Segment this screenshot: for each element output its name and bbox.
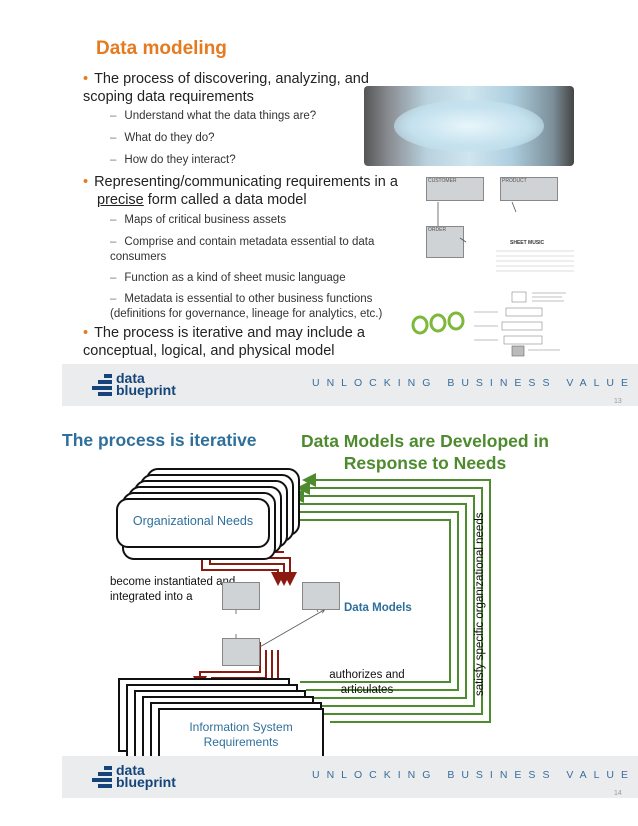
logo: data blueprint: [92, 370, 192, 400]
authorizes-note: authorizes and articulates: [329, 669, 405, 696]
bullet-iterative: •The process is iterative and may includ…: [83, 325, 365, 359]
sub-item: –Metadata is essential to other business…: [110, 293, 383, 320]
isr-card-front: Information System Requirements: [158, 708, 324, 764]
tagline: UNLOCKING BUSINESS VALUE: [312, 377, 636, 389]
sub-item: –Maps of critical business assets: [110, 214, 287, 226]
bullet-representing: •Representing/communicating requirements…: [83, 174, 398, 208]
organizational-needs-label: Organizational Needs: [132, 514, 254, 528]
isr-label: Information System Requirements: [189, 720, 293, 749]
slide-title-right: Data Models are Developed in Response to…: [301, 431, 549, 473]
become-note: become instantiated and integrated into …: [110, 576, 236, 603]
satisfy-note: satisfy specific organizational needs: [474, 512, 486, 696]
blurry-photo: [364, 86, 574, 166]
logo-text-blueprint: blueprint: [116, 382, 176, 398]
model-entity: [222, 638, 260, 666]
logo: data blueprint: [92, 762, 192, 792]
footer-bar: [62, 364, 638, 406]
model-entity: [222, 582, 260, 610]
er-entity-order: ORDER: [426, 226, 486, 258]
er-entity-product: PRODUCT: [500, 177, 560, 201]
slide-title: Data modeling: [96, 38, 227, 59]
slide-title-left: The process is iterative: [62, 430, 257, 450]
er-entity-customer: CUSTOMER: [426, 177, 486, 201]
sub-item: –How do they interact?: [110, 154, 236, 166]
logo-mark-icon: [92, 766, 112, 788]
logo-text-data: data: [116, 370, 145, 386]
sub-item: –Function as a kind of sheet music langu…: [110, 272, 346, 284]
tagline: UNLOCKING BUSINESS VALUE: [312, 769, 636, 781]
bullet-dot: •: [83, 71, 89, 87]
iterative-cycle-icon: [411, 311, 465, 335]
logo-text-blueprint: blueprint: [116, 774, 176, 790]
bullet-discovering: •The process of discovering, analyzing, …: [83, 70, 383, 106]
page-number: 13: [614, 398, 622, 405]
logo-text-data: data: [116, 762, 145, 778]
model-entity: [302, 582, 340, 610]
logo-mark-icon: [92, 374, 112, 396]
page-number: 14: [614, 790, 622, 797]
bullet-text: The process of discovering, analyzing, a…: [83, 71, 369, 105]
sub-item: –Comprise and contain metadata essential…: [110, 236, 375, 263]
slide-data-modeling: Data modeling •The process of discoverin…: [0, 0, 638, 410]
sub-item: –What do they do?: [110, 132, 215, 144]
footer-bar: [62, 756, 638, 798]
sheet-music-thumbnail: SHEET MUSIC: [496, 240, 574, 272]
slide-process-iterative: The process is iterative Data Models are…: [0, 410, 638, 826]
data-models-label: Data Models: [344, 602, 412, 614]
model-levels-thumbnail: [470, 288, 574, 358]
er-connectors: [437, 201, 517, 243]
sub-item: –Understand what the data things are?: [110, 110, 317, 122]
needs-card-front: Organizational Needs: [116, 498, 270, 548]
